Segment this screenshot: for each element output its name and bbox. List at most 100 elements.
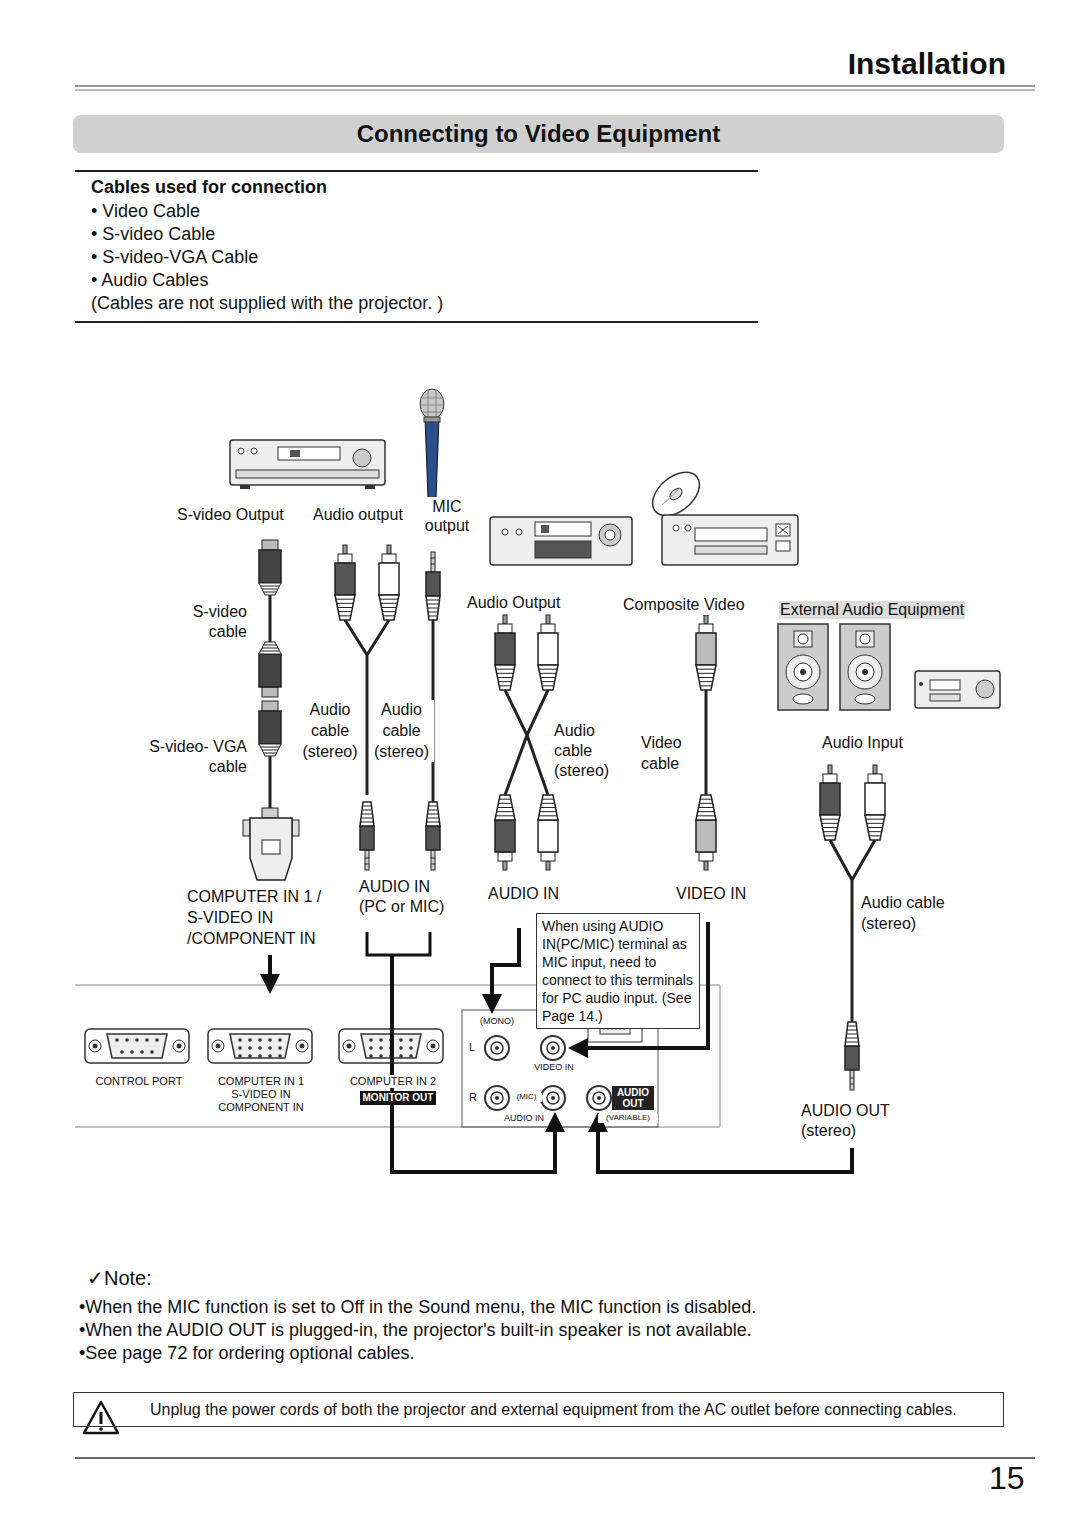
speaker-illustration — [778, 624, 828, 710]
rca-plug — [387, 545, 391, 554]
page-number: 15 — [988, 1460, 1026, 1497]
label: COMPUTER IN 1 S-VIDEO IN COMPONENT IN — [210, 1075, 312, 1115]
cable-plug — [259, 540, 885, 1090]
rca-plug — [698, 673, 715, 674]
connection-arrow — [268, 955, 272, 990]
speaker-illustration — [800, 669, 806, 675]
d-sub-connector — [278, 1054, 282, 1058]
node-text: Cables used for connection — [91, 176, 742, 200]
microphone-illustration — [421, 390, 443, 418]
rca-plug — [824, 835, 836, 836]
note-text: ✓Note: — [86, 1266, 153, 1291]
rca-plug — [704, 615, 708, 624]
d-sub-connector — [85, 1029, 189, 1063]
d-sub-connector — [347, 1044, 352, 1049]
rca-plug — [336, 599, 354, 600]
s-video-plug — [259, 701, 281, 756]
d-sub-connector — [238, 1046, 242, 1050]
footer-rule — [75, 1457, 1035, 1459]
s-video-plug — [261, 586, 280, 587]
d-sub-connector — [115, 1038, 119, 1042]
d-sub-connector — [258, 1054, 262, 1058]
speaker-illustration — [840, 624, 890, 710]
vcr-illustration — [238, 448, 244, 454]
mini-jack-plug — [845, 1022, 859, 1046]
rca-plug — [823, 774, 837, 783]
mini-jack-plug — [365, 858, 369, 864]
d-sub-connector — [343, 1040, 355, 1052]
note-text: •When the AUDIO OUT is plugged-in, the p… — [78, 1319, 753, 1342]
mini-jack-plug — [847, 1034, 858, 1035]
label: AUDIO IN — [487, 884, 560, 904]
stereo-amplifier-illustration — [915, 671, 1000, 708]
rca-plug — [382, 611, 395, 612]
vcr-illustration — [230, 440, 385, 489]
cable — [705, 690, 708, 795]
label: L — [468, 1041, 476, 1053]
s-video-plug — [259, 654, 281, 687]
vcr-illustration — [365, 485, 375, 489]
mini-jack-plug — [360, 826, 374, 850]
rca-jack — [547, 1042, 559, 1054]
mini-jack-plug — [361, 822, 374, 823]
d-sub-connector — [85, 1029, 189, 1063]
speaker-illustration — [848, 655, 882, 689]
d-sub-connector — [248, 1054, 252, 1058]
mini-jack-plug — [365, 850, 369, 870]
amplifier-illustration — [535, 522, 591, 536]
d-sub-connector — [177, 1044, 182, 1049]
vga-adapter — [243, 820, 250, 836]
label: (MONO) — [475, 1017, 519, 1027]
rca-plug — [339, 615, 351, 616]
amplifier-illustration — [605, 530, 615, 540]
mini-jack-plug — [427, 604, 439, 605]
rca-plug — [828, 765, 832, 774]
mini-jack-plug — [428, 810, 438, 811]
header-rule — [75, 86, 1035, 90]
connection-arrow — [367, 932, 430, 955]
label: MIC output — [418, 497, 476, 535]
d-sub-connector — [130, 1050, 134, 1054]
s-video-plug — [259, 744, 281, 756]
mini-jack-plug — [426, 552, 440, 620]
vcr-illustration — [278, 447, 340, 460]
label: VIDEO IN — [675, 884, 747, 904]
rca-jack — [587, 1086, 611, 1110]
rca-plug — [495, 795, 515, 820]
rca-jack — [551, 1046, 555, 1050]
rca-plug — [538, 615, 558, 690]
d-sub-connector — [296, 1040, 308, 1052]
cable-list-box: Cables used for connection• Video Cable•… — [75, 170, 758, 323]
s-video-plug — [259, 550, 281, 583]
title-band: Connecting to Video Equipment — [73, 115, 1004, 153]
s-video-plug — [259, 711, 281, 744]
rca-jack — [541, 1086, 565, 1110]
label: CONTROL PORT — [92, 1075, 186, 1088]
mini-jack-plug — [431, 552, 435, 572]
d-sub-connector — [427, 1040, 439, 1052]
rca-plug — [538, 820, 558, 852]
disc-illustration — [668, 486, 685, 502]
rca-plug — [379, 595, 399, 620]
rca-plug — [820, 765, 840, 840]
d-sub-connector — [268, 1054, 272, 1058]
rca-plug — [868, 827, 883, 828]
rca-plug — [379, 545, 399, 620]
speaker-illustration — [794, 631, 812, 647]
note-text: •See page 72 for ordering optional cable… — [78, 1342, 416, 1365]
rca-plug — [542, 685, 554, 686]
rca-plug — [699, 852, 713, 861]
mini-jack-plug — [848, 1026, 857, 1027]
d-sub-connector — [150, 1050, 154, 1054]
rca-jack — [551, 1096, 555, 1100]
warning-icon — [84, 1402, 118, 1433]
rca-plug — [865, 765, 885, 840]
rca-plug — [338, 607, 353, 608]
rca-plug — [338, 611, 351, 612]
d-sub-connector — [258, 1038, 262, 1042]
s-video-plug — [261, 651, 280, 652]
rca-plug — [503, 615, 507, 624]
label: Audio cable (stereo) — [297, 700, 363, 762]
mini-jack-plug — [426, 802, 440, 826]
rca-jack — [485, 1036, 509, 1060]
